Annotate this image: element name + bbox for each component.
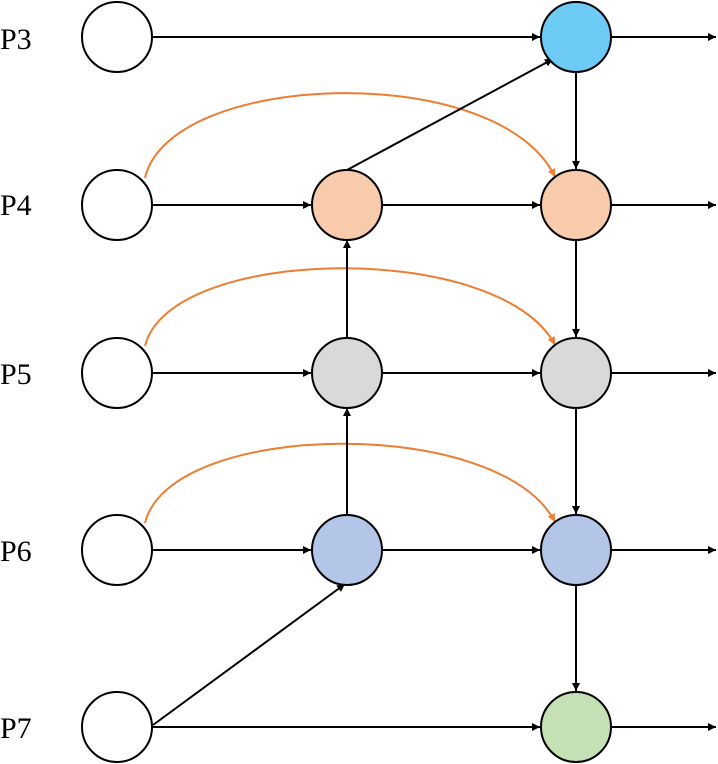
output-node-p4: [540, 169, 612, 241]
intermediate-node-p4: [311, 169, 383, 241]
level-label-p5: P5: [0, 358, 32, 391]
output-node-p7: [540, 691, 612, 763]
input-node-p7: [81, 691, 153, 763]
output-node-p6: [540, 514, 612, 586]
input-node-p6: [81, 514, 153, 586]
edge-p4-mid-to-p3-output: [346, 58, 554, 171]
level-label-p6: P6: [0, 535, 32, 568]
edge-p7-input-to-p6-mid: [152, 583, 346, 726]
level-label-p4: P4: [0, 189, 32, 222]
input-node-p3: [81, 1, 153, 73]
skip-connection-p5: [144, 267, 556, 347]
level-label-p3: P3: [0, 23, 32, 56]
intermediate-node-p6: [311, 514, 383, 586]
output-node-p3: [540, 1, 612, 73]
skip-connection-p4: [144, 92, 556, 179]
intermediate-node-p5: [311, 337, 383, 409]
level-label-p7: P7: [0, 712, 32, 745]
input-node-p4: [81, 169, 153, 241]
input-node-p5: [81, 337, 153, 409]
output-node-p5: [540, 337, 612, 409]
skip-connection-p6: [144, 442, 556, 524]
